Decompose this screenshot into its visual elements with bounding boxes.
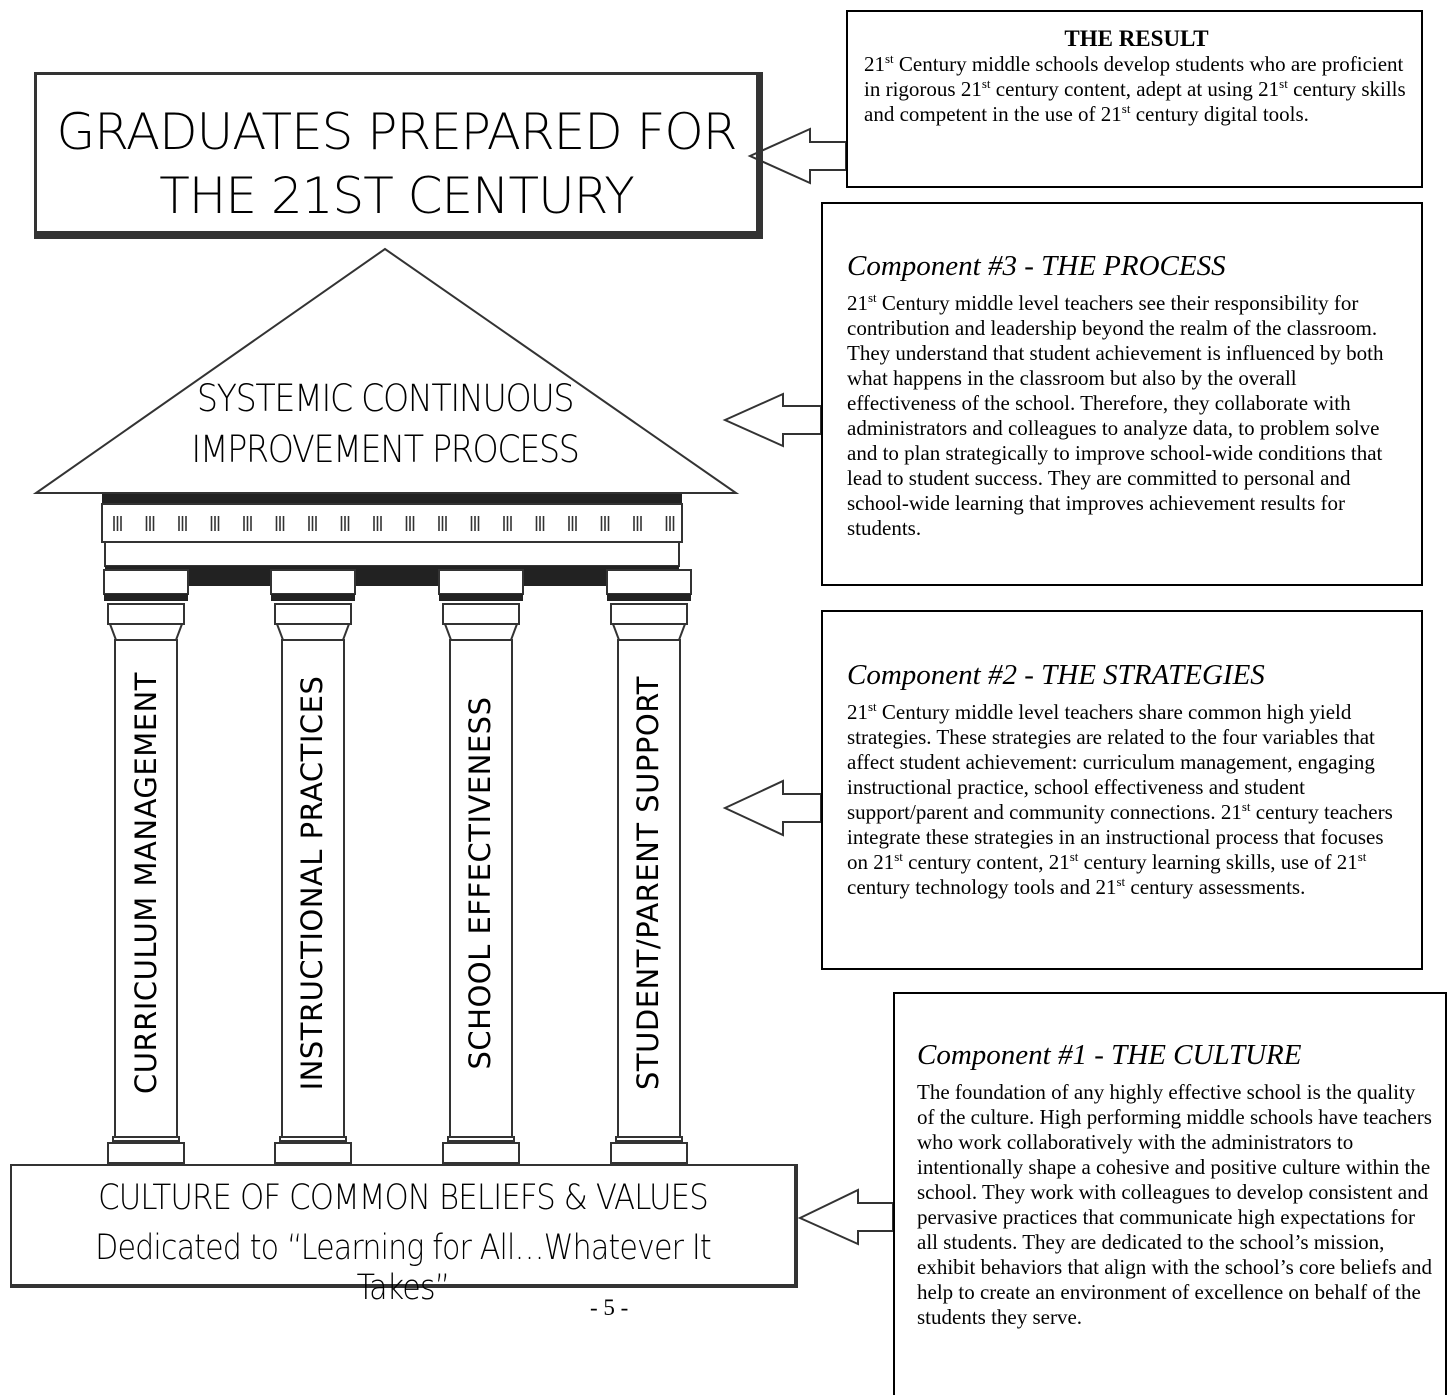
column-plinth [442,1142,520,1164]
lintel-band [105,566,679,586]
column-label-curriculum: CURRICULUM MANAGEMENT [129,672,163,1094]
column-capital-band [607,594,691,601]
column-shaft [114,639,178,1138]
column-plinth [610,1142,688,1164]
component1-body: The foundation of any highly effective s… [917,1080,1432,1329]
column-label-instructional: INSTRUCTIONAL PRACTICES [295,675,329,1091]
graduates-banner: GRADUATES PREPARED FOR THE 21ST CENTURY [34,72,763,239]
culture-base: CULTURE OF COMMON BELIEFS & VALUES Dedic… [10,1164,798,1308]
component1-title: Component #1 - THE CULTURE [917,1039,1302,1071]
column-capital-band [439,594,523,601]
column-capital [103,569,189,595]
column-capital [438,569,524,595]
component2-title: Component #2 - THE STRATEGIES [847,659,1265,691]
architrave [104,541,680,567]
component1-box: Component #1 - THE CULTURE The foundatio… [893,992,1447,1395]
column-neck [108,623,184,641]
column-capital-lower [610,603,688,625]
component2-body: 21st Century middle level teachers share… [847,699,1393,899]
component3-box: Component #3 - THE PROCESS 21st Century … [821,202,1423,586]
base-line-1: CULTURE OF COMMON BELIEFS & VALUES [98,1178,709,1218]
column-capital-lower [274,603,352,625]
arrow-component1 [797,1188,894,1246]
column-label-school: SCHOOL EFFECTIVENESS [463,696,497,1070]
entablature-top-band [102,494,682,504]
banner-line-2: THE 21ST CENTURY [159,167,635,225]
result-body: 21st Century middle schools develop stud… [864,51,1406,126]
roof-line-2: IMPROVEMENT PROCESS [191,428,580,471]
column-capital-band [104,594,188,601]
column-shaft [617,639,681,1138]
column-plinth [107,1142,185,1164]
column-base-ring [615,1136,683,1142]
roof-line-1: SYSTEMIC CONTINUOUS [196,377,575,420]
column-capital-band [271,594,355,601]
component2-box: Component #2 - THE STRATEGIES 21st Centu… [821,610,1423,970]
column-capital [270,569,356,595]
frieze-ticks [113,516,675,531]
column-plinth [274,1142,352,1164]
component3-title: Component #3 - THE PROCESS [847,250,1226,282]
column-neck [275,623,351,641]
column-base-ring [279,1136,347,1142]
page-number: - 5 - [590,1295,629,1320]
roof-triangle [32,247,740,494]
result-title: THE RESULT [1064,26,1209,51]
column-capital-lower [107,603,185,625]
arrow-component2 [722,779,822,837]
column-neck [611,623,687,641]
column-neck [443,623,519,641]
result-box: THE RESULT 21st Century middle schools d… [846,10,1423,188]
arrow-result [747,127,847,185]
column-capital-lower [442,603,520,625]
base-line-2: Dedicated to “Learning for All…Whatever … [95,1228,711,1308]
column-capital [606,569,692,595]
component3-body: 21st Century middle level teachers see t… [847,290,1384,540]
frieze [101,503,683,543]
column-label-student: STUDENT/PARENT SUPPORT [631,676,665,1090]
column-base-ring [112,1136,180,1142]
arrow-component3 [722,392,822,448]
banner-line-1: GRADUATES PREPARED FOR [56,103,737,161]
column-base-ring [447,1136,515,1142]
column-shaft [449,639,513,1138]
